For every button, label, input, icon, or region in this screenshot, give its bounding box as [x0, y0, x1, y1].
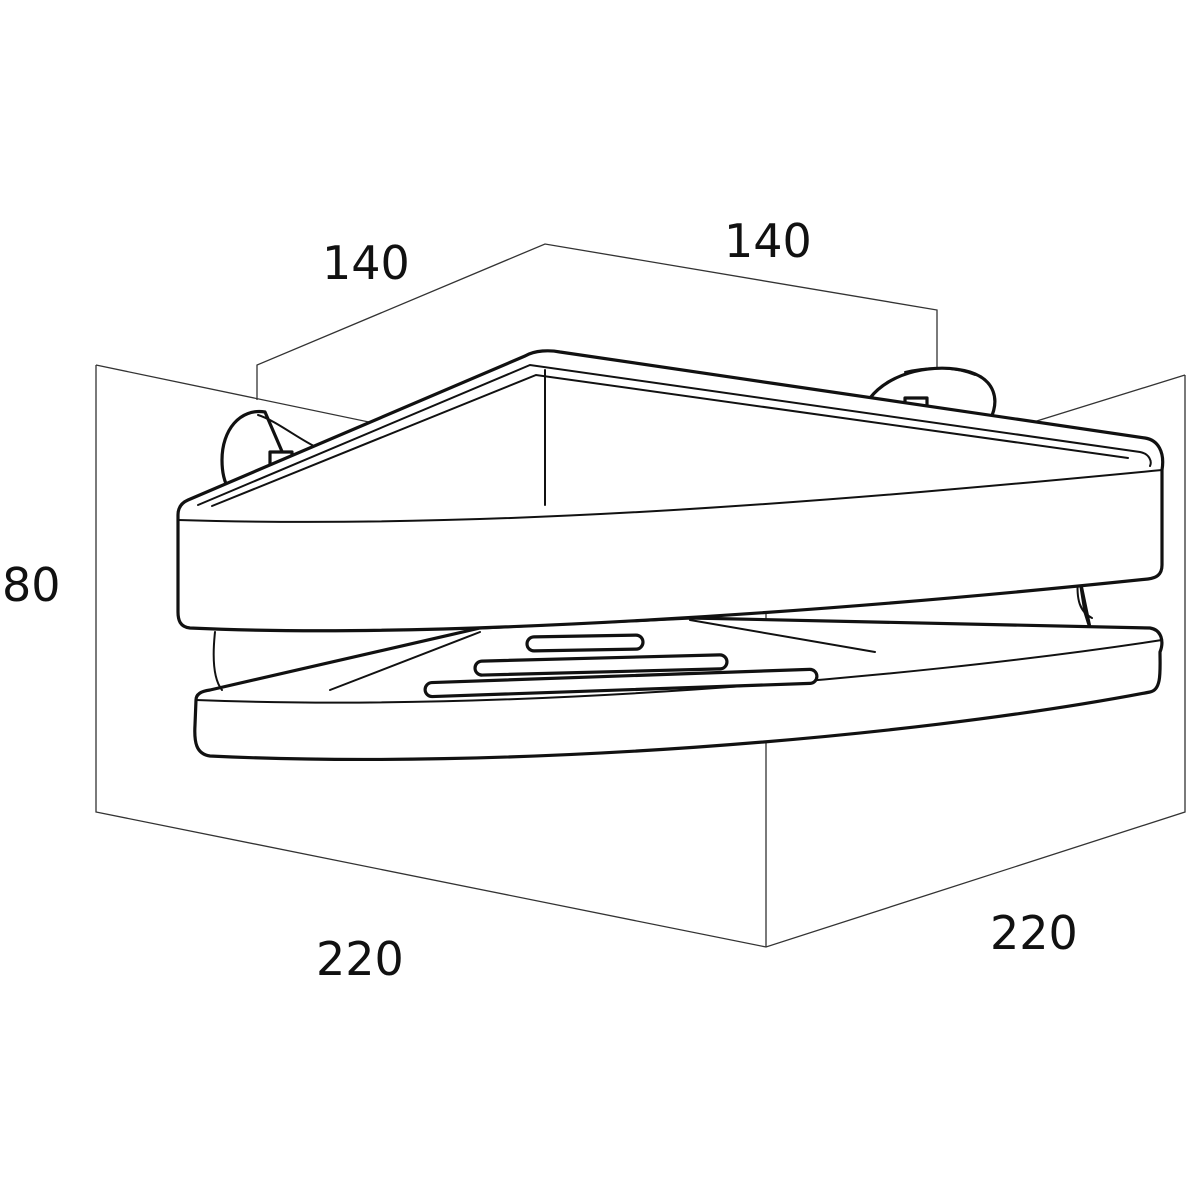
- depth-left-label: 140: [322, 236, 410, 290]
- height-label: 80: [2, 558, 61, 612]
- width-right-label: 220: [990, 906, 1078, 960]
- lower-tray: [193, 577, 1164, 762]
- width-left-label: 220: [316, 932, 404, 986]
- basket-rim: [176, 349, 1165, 633]
- depth-right-label: 140: [724, 214, 812, 268]
- drain-slot: [525, 633, 645, 653]
- depth-dimension-lines: [256, 243, 938, 400]
- drain-slot: [423, 667, 819, 699]
- drain-slot: [473, 653, 729, 677]
